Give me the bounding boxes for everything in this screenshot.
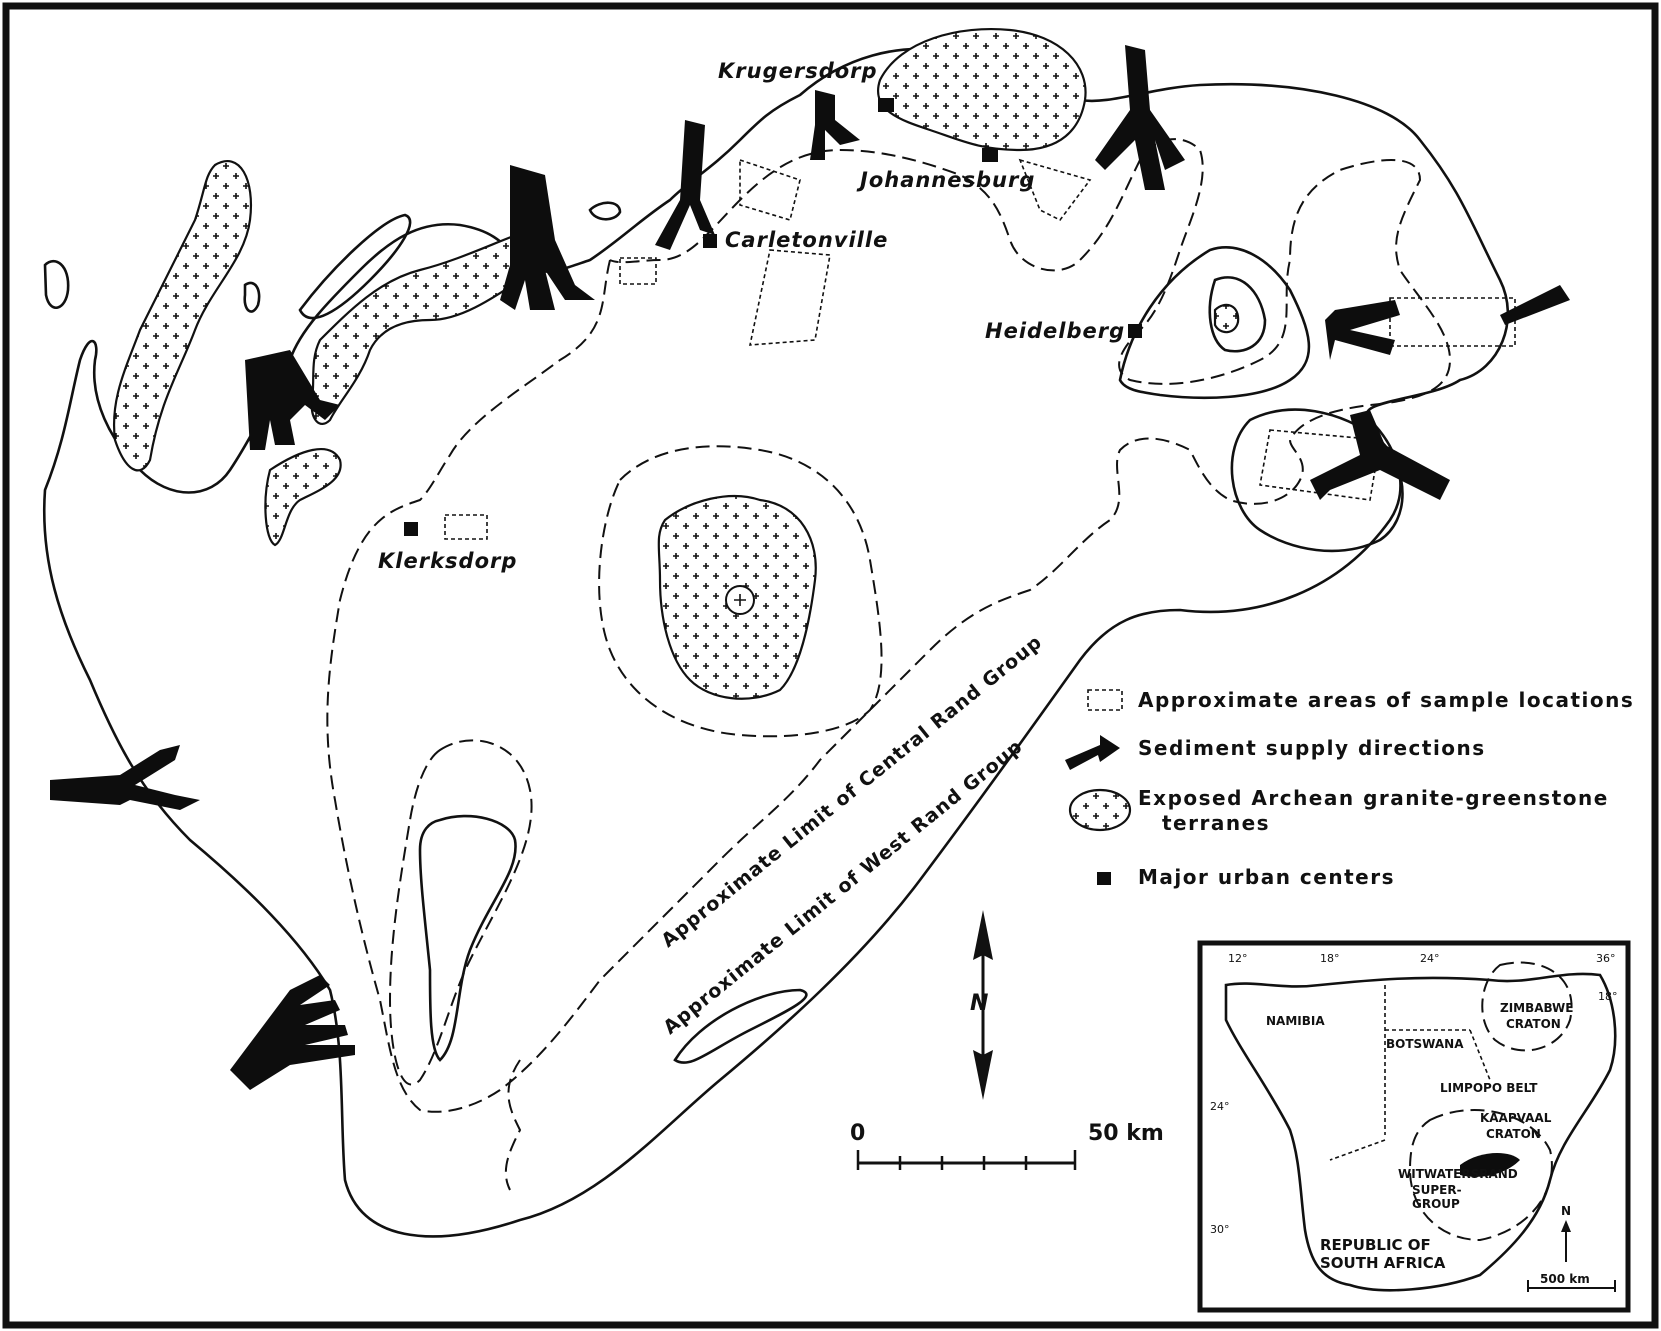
sediment-arrow-nw	[245, 350, 340, 450]
nw-small-3	[588, 201, 622, 221]
se-loop	[1230, 408, 1404, 553]
sediment-arrow-southeast	[1310, 410, 1450, 500]
label-carletonville: Carletonville	[725, 228, 888, 252]
ne-inner	[1208, 276, 1267, 353]
sediment-arrow-n1	[500, 165, 595, 310]
nw-small-1	[43, 259, 70, 309]
scale-start: 0	[850, 1121, 865, 1146]
inset-north-arrow	[1561, 1220, 1571, 1262]
nw-ellipse	[298, 213, 412, 320]
inset-scale-label: 500 km	[1540, 1272, 1590, 1286]
inset-botswana: BOTSWANA	[1386, 1037, 1464, 1051]
sediment-arrow-heidelberg	[1325, 285, 1570, 360]
sediment-arrow-n2	[655, 120, 715, 250]
south-lobe-limit	[388, 739, 533, 1086]
inset-north-label: N	[1561, 1204, 1571, 1218]
sample-area-klerksdorp	[444, 514, 488, 540]
granite-nw-belt	[113, 159, 252, 472]
sediment-arrow-southwest	[230, 975, 355, 1090]
urban-klerksdorp	[404, 522, 418, 536]
inset-kaapvaal-2: CRATON	[1486, 1127, 1541, 1141]
inset-lat-18: 18°	[1598, 990, 1618, 1003]
north-arrow	[973, 910, 993, 1100]
west-lens	[673, 988, 808, 1064]
inset-lon-12: 12°	[1228, 952, 1248, 965]
sample-area-carletonville-2	[748, 249, 831, 346]
urban-carletonville	[703, 234, 717, 248]
granite-n-belt	[310, 228, 540, 425]
label-heidelberg: Heidelberg	[985, 319, 1125, 343]
legend-sediment-label: Sediment supply directions	[1138, 736, 1486, 760]
label-johannesburg: Johannesburg	[856, 168, 1035, 192]
legend-granite-swatch	[1068, 788, 1132, 832]
south-dashes	[504, 1059, 522, 1191]
dome-halo	[598, 445, 883, 738]
inset-scale-bar	[1527, 1280, 1616, 1292]
legend-granite-label-1: Exposed Archean granite-greenstone	[1138, 786, 1609, 810]
inset-witwatersrand-1: WITWATERSRAND	[1398, 1167, 1518, 1181]
inset-lat-24: 24°	[1210, 1100, 1230, 1113]
dome-core-cross	[734, 594, 746, 606]
label-klerksdorp: Klerksdorp	[378, 549, 517, 573]
inset-witwatersrand-2: SUPER-	[1412, 1183, 1462, 1197]
granite-sw-patch	[264, 448, 342, 547]
legend-sample-label: Approximate areas of sample locations	[1138, 688, 1634, 712]
legend-sample-swatch	[1087, 689, 1123, 711]
inset-lon-18: 18°	[1320, 952, 1340, 965]
inset-limpopo: LIMPOPO BELT	[1440, 1081, 1538, 1095]
inset-southern-africa	[1224, 972, 1617, 1292]
inset-lon-36: 36°	[1596, 952, 1616, 965]
nw-small-2	[243, 281, 261, 313]
scale-end: 50 km	[1088, 1121, 1164, 1146]
scale-bar	[856, 1150, 1077, 1170]
inset-map: 12° 18° 24° 36° 18° 24° 30° NAMIBIA BOTS…	[1197, 940, 1631, 1313]
inset-kaapvaal-1: KAAPVAAL	[1480, 1111, 1552, 1125]
basin-outline	[42, 47, 1510, 1238]
inset-zimbabwe-1: ZIMBABWE	[1500, 1001, 1573, 1015]
sample-area-southeast	[1259, 429, 1381, 501]
urban-heidelberg	[1128, 324, 1142, 338]
ne-loop	[1118, 246, 1311, 400]
sediment-arrow-krugersdorp	[810, 90, 860, 160]
inset-zimbabwe-craton	[1481, 961, 1573, 1052]
inset-lat-30: 30°	[1210, 1223, 1230, 1236]
sediment-arrow-johannesburg-east	[1095, 45, 1185, 190]
legend-granite-label-2: terranes	[1162, 811, 1270, 835]
inset-witwatersrand-basin	[1460, 1153, 1520, 1177]
legend: Approximate areas of sample locations Se…	[1065, 688, 1634, 889]
legend-urban-swatch	[1097, 872, 1111, 885]
inset-rsa-2: SOUTH AFRICA	[1320, 1254, 1446, 1272]
inset-lon-24: 24°	[1420, 952, 1440, 965]
central-rand-limit	[326, 138, 1452, 1113]
inset-zimbabwe-2: CRATON	[1506, 1017, 1561, 1031]
legend-urban-label: Major urban centers	[1138, 865, 1395, 889]
inset-kaapvaal-craton	[1408, 1109, 1553, 1242]
north-label: N	[970, 991, 988, 1016]
inset-witwatersrand-3: GROUP	[1412, 1197, 1460, 1211]
sample-area-johannesburg	[1018, 158, 1092, 222]
sample-area-west	[619, 257, 657, 285]
label-krugersdorp: Krugersdorp	[718, 59, 878, 83]
granite-small-islet	[1213, 303, 1240, 334]
inset-rsa-1: REPUBLIC OF	[1320, 1236, 1431, 1254]
sample-area-carletonville-1	[739, 158, 801, 222]
legend-sediment-swatch	[1065, 735, 1120, 770]
granite-johannesburg-dome	[877, 28, 1087, 152]
sediment-arrow-west	[50, 745, 200, 810]
inset-borders	[1329, 985, 1491, 1161]
inset-namibia: NAMIBIA	[1266, 1014, 1325, 1028]
urban-krugersdorp	[878, 98, 894, 112]
south-lobe	[418, 814, 517, 1062]
sample-area-heidelberg	[1389, 297, 1516, 347]
urban-johannesburg	[982, 148, 998, 162]
